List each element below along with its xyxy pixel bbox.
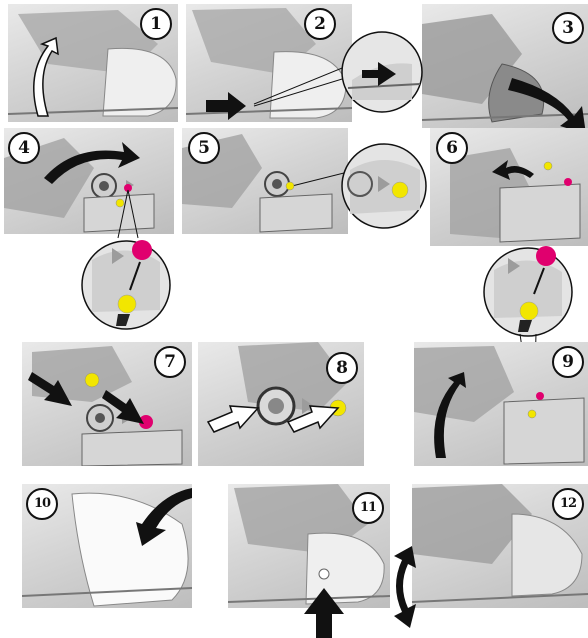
push-arrow-icon (206, 92, 246, 120)
step-number-6: 6 (436, 132, 468, 164)
step-number-1: 1 (140, 8, 172, 40)
step-4-panel: 4 (4, 128, 174, 234)
step-number-5: 5 (188, 132, 220, 164)
step-number-10: 10 (26, 488, 58, 520)
zoom-detail-markers-icon (82, 240, 170, 329)
step-1-panel: 1 (8, 4, 178, 122)
step-11-panel: 11 (228, 484, 390, 608)
step-9-panel: 9 (414, 342, 588, 466)
step-number-8: 8 (326, 352, 358, 384)
step-12-panel: 12 (412, 484, 588, 608)
zoom-detail-markers-2-icon (484, 246, 572, 336)
step-6-panel: 6 (430, 128, 588, 246)
yellow-marker-icon (85, 373, 99, 387)
step-number-7: 7 (154, 346, 186, 378)
zoom-detail-aligned-icon (342, 144, 426, 228)
step-2-panel: 2 (186, 4, 352, 122)
white-press-arrow-icon (288, 406, 338, 432)
step-number-3: 3 (552, 12, 584, 44)
step-number-12: 12 (552, 488, 584, 520)
step-10-panel: 10 (22, 484, 192, 608)
lock-point-icon (319, 569, 329, 579)
white-press-arrow-icon (208, 406, 258, 432)
step-number-9: 9 (552, 346, 584, 378)
step-number-11: 11 (352, 492, 384, 524)
step-3-panel: 3 (422, 4, 588, 128)
step-8-panel: 8 (198, 342, 364, 466)
step-number-4: 4 (8, 132, 40, 164)
zoom-detail-lever-icon (342, 32, 422, 112)
step-number-2: 2 (304, 8, 336, 40)
step-7-panel: 7 (22, 342, 192, 466)
step-5-panel: 5 (182, 128, 348, 234)
